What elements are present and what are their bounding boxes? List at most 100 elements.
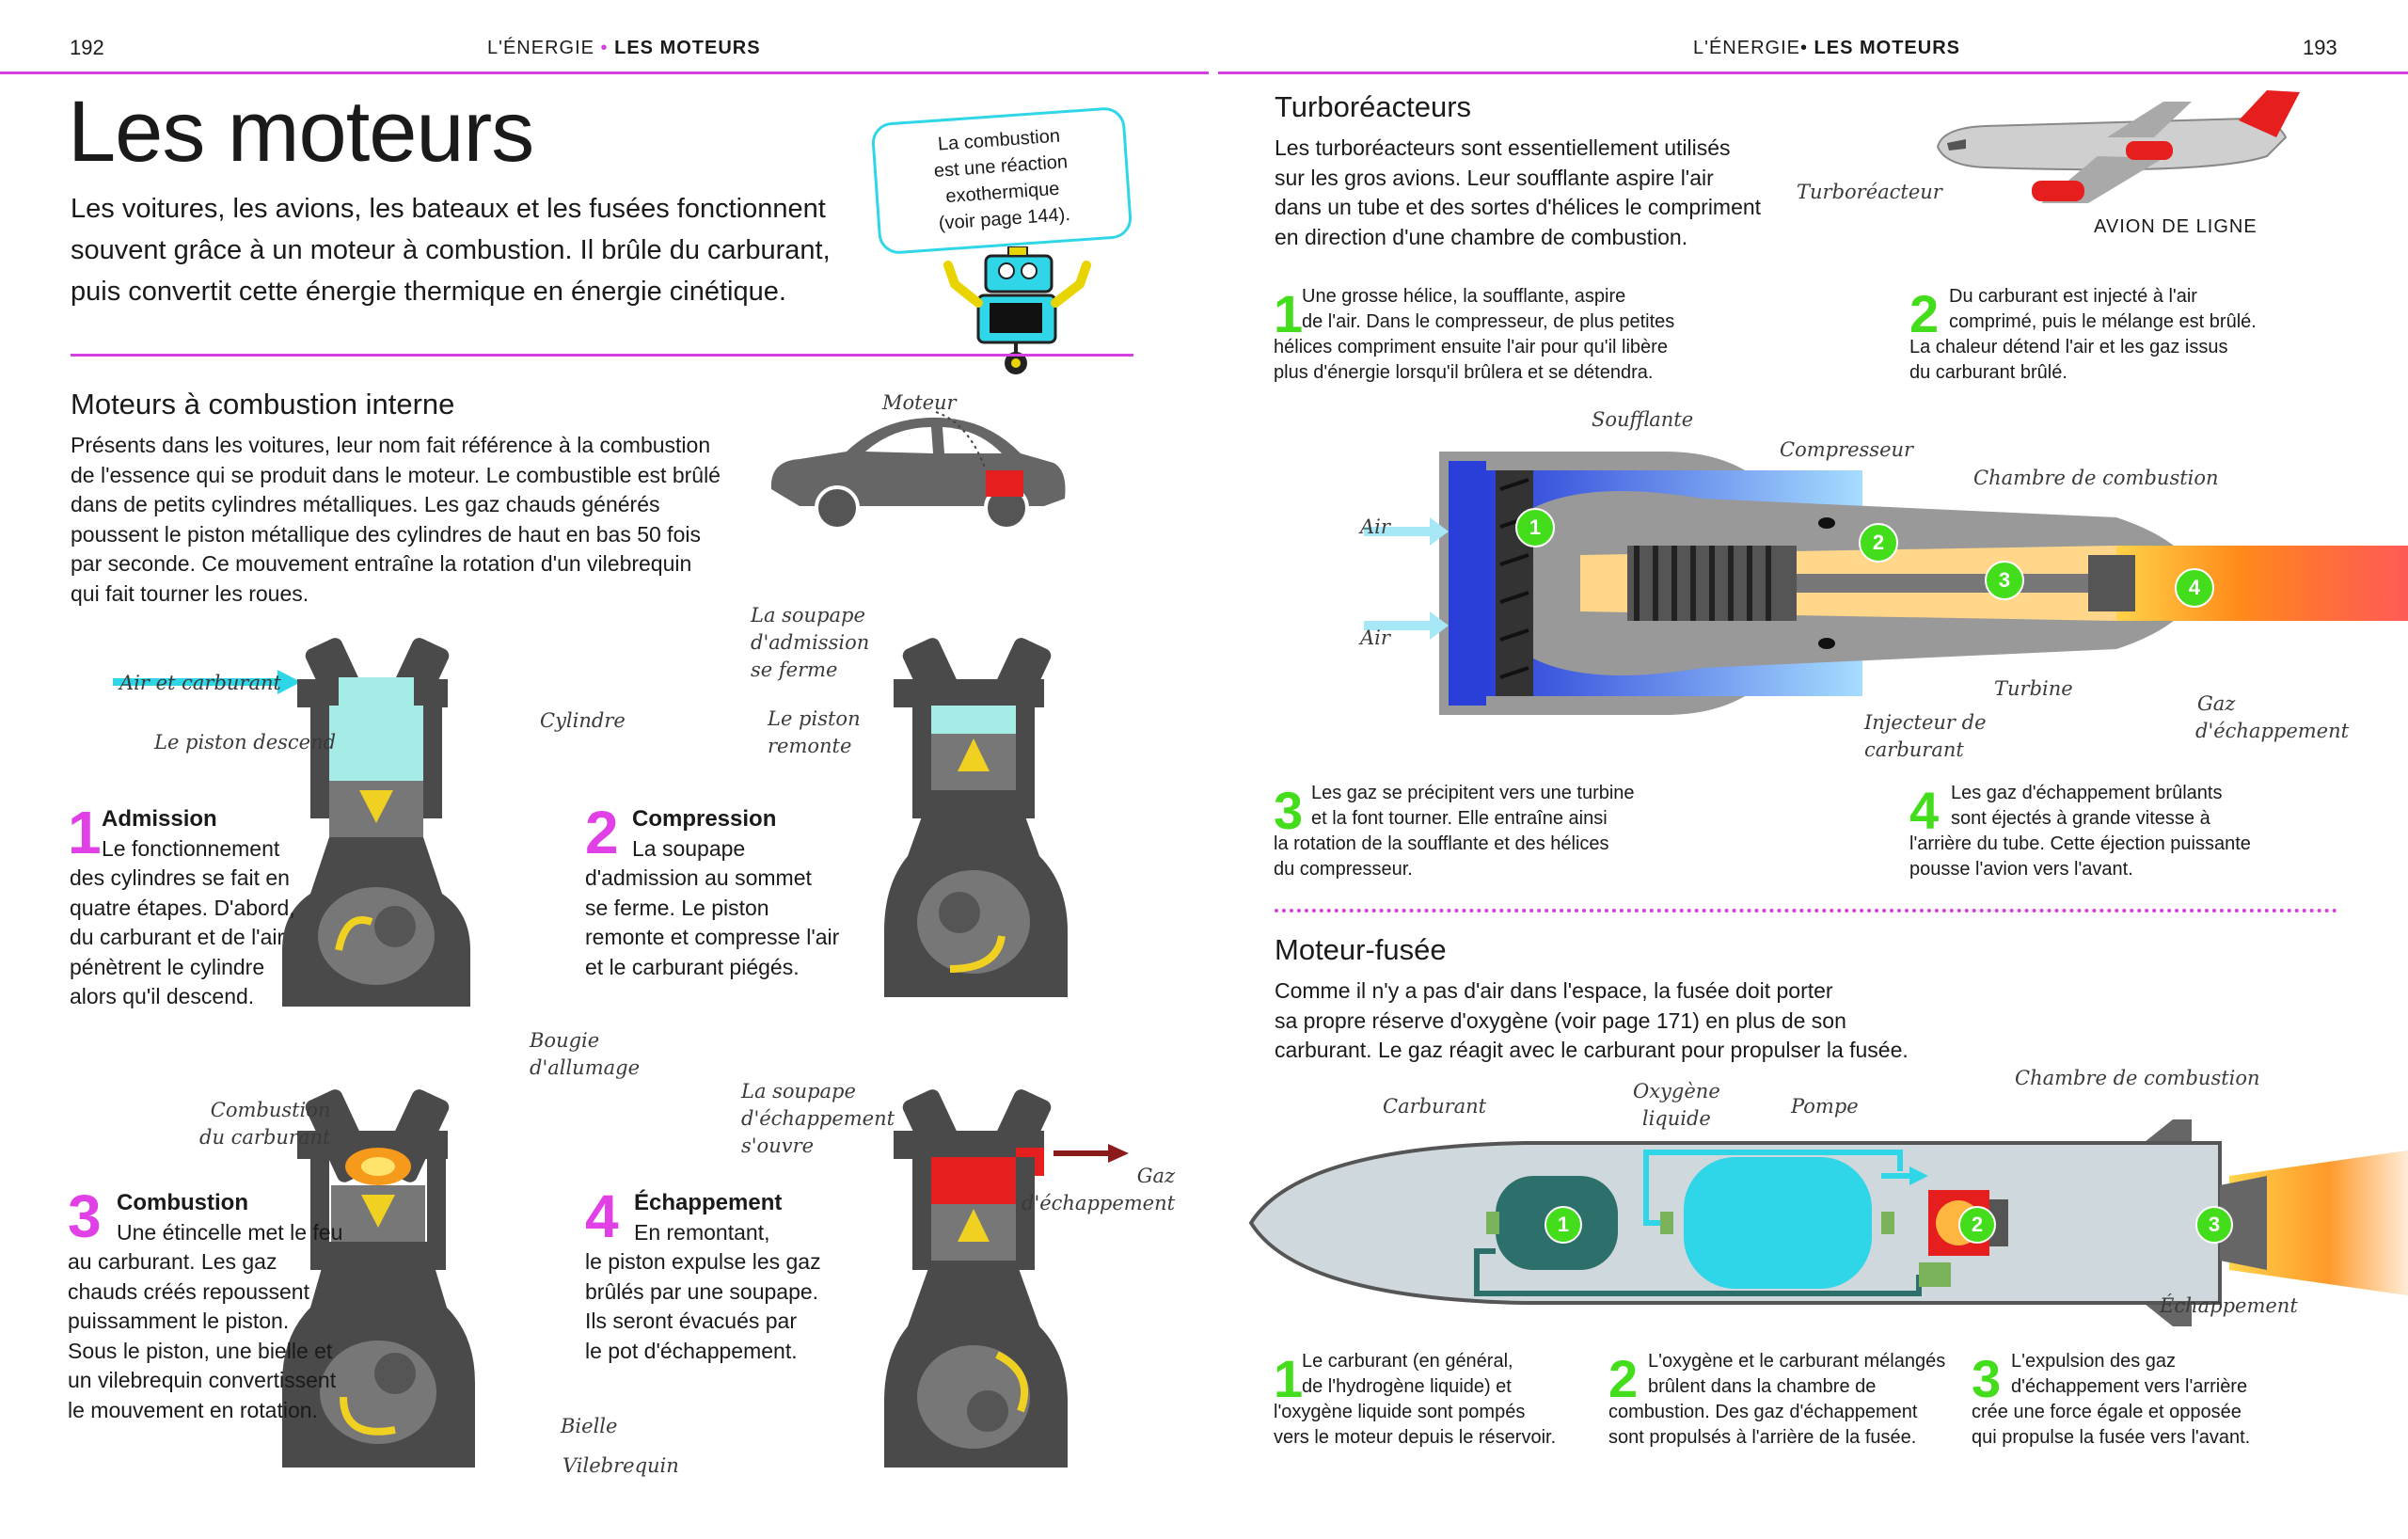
step-title: Combustion bbox=[117, 1190, 248, 1215]
ice-paragraph: Présents dans les voitures, leur nom fai… bbox=[71, 431, 767, 609]
label-line: Bougie bbox=[530, 1029, 600, 1052]
turbo-heading: Turboréacteurs bbox=[1275, 90, 1472, 123]
step-number: 3 bbox=[1972, 1349, 2002, 1408]
step-title: Compression bbox=[632, 806, 777, 832]
label-line: Injecteur de bbox=[1864, 711, 1987, 734]
left-header-title: LES MOTEURS bbox=[614, 38, 761, 58]
airliner-caption: AVION DE LIGNE bbox=[2094, 216, 2258, 237]
rocket-marker-1: 1 bbox=[1545, 1206, 1582, 1244]
step-title: Échappement bbox=[634, 1190, 783, 1215]
exhaust-gas-engine-label: Gaz d'échappement bbox=[2195, 690, 2349, 745]
turbo-line: dans un tube et des sortes d'hélices le … bbox=[1275, 195, 1762, 219]
ice-line: par seconde. Ce mouvement entraîne la ro… bbox=[71, 551, 692, 576]
step-line: sont éjectés à grande vitesse à bbox=[1951, 808, 2210, 829]
rocket-step-1: 1 Le carburant (en général, de l'hydrogè… bbox=[1274, 1349, 1612, 1451]
step-number: 4 bbox=[1909, 781, 1940, 840]
step-line: de l'air. Dans le compresseur, de plus p… bbox=[1302, 311, 1675, 332]
label-line: liquide bbox=[1641, 1107, 1711, 1130]
label-line: du carburant bbox=[199, 1126, 331, 1149]
step-line: Les gaz se précipitent vers une turbine bbox=[1311, 783, 1635, 803]
label-line: s'ouvre bbox=[741, 1134, 815, 1157]
step-line: En remontant, bbox=[634, 1219, 770, 1245]
step-line: remonte et compresse l'air bbox=[585, 925, 840, 949]
turbojet-engine-diagram bbox=[1364, 452, 2408, 715]
cylinder-intake-diagram bbox=[113, 638, 470, 1007]
page-title: Les moteurs bbox=[68, 84, 534, 180]
step-line: et le carburant piégés. bbox=[585, 954, 800, 979]
air-fuel-label: Air et carburant bbox=[119, 672, 281, 694]
ice-line: Présents dans les voitures, leur nom fai… bbox=[71, 433, 711, 457]
step-line: L'oxygène et le carburant mélangés bbox=[1648, 1351, 1946, 1372]
step-line: plus d'énergie lorsqu'il brûlera et se d… bbox=[1274, 362, 1654, 383]
combustion-chamber-label: Chambre de combustion bbox=[1973, 467, 2219, 489]
turbo-step-1: 1 Une grosse hélice, la soufflante, aspi… bbox=[1274, 284, 1763, 386]
step-line: le pot d'échappement. bbox=[585, 1338, 798, 1363]
step-line: combustion. Des gaz d'échappement bbox=[1608, 1402, 1918, 1422]
rocket-line: carburant. Le gaz réagit avec le carbura… bbox=[1275, 1038, 1909, 1062]
right-header-title: LES MOTEURS bbox=[1814, 38, 1960, 58]
step-line: d'échappement vers l'arrière bbox=[2011, 1376, 2248, 1397]
step-line: Le fonctionnement bbox=[102, 835, 280, 861]
engine-marker-1: 1 bbox=[1515, 508, 1555, 547]
step-number: 2 bbox=[1909, 284, 1940, 343]
engine-marker-4: 4 bbox=[2175, 568, 2214, 608]
turbo-step-4: 4 Les gaz d'échappement brûlants sont éj… bbox=[1909, 781, 2323, 882]
step-line: qui propulse la fusée vers l'avant. bbox=[1972, 1427, 2251, 1448]
rocket-fuel-label: Carburant bbox=[1383, 1095, 1487, 1118]
step-line: du carburant brûlé. bbox=[1909, 362, 2067, 383]
engine-marker-2: 2 bbox=[1859, 523, 1898, 563]
step-3-combustion: 3 Combustion Une étincelle met le feu au… bbox=[68, 1186, 378, 1425]
label-line: d'échappement bbox=[741, 1107, 895, 1130]
step-line: de l'hydrogène liquide) et bbox=[1302, 1376, 1512, 1397]
step-line: pousse l'avion vers l'avant. bbox=[1909, 859, 2133, 880]
step-line: alors qu'il descend. bbox=[70, 984, 255, 1008]
right-page-number: 193 bbox=[2303, 36, 2337, 59]
exhaust-valve-label: La soupape d'échappement s'ouvre bbox=[741, 1078, 895, 1160]
step-line: Le carburant (en général, bbox=[1302, 1351, 1513, 1372]
step-title: Admission bbox=[102, 806, 217, 832]
right-section-label: L'ÉNERGIE• bbox=[1693, 38, 1808, 58]
piston-up-label: Le piston remonte bbox=[768, 706, 861, 760]
cylinder-combustion-diagram bbox=[282, 1089, 475, 1468]
label-line: se ferme bbox=[751, 658, 838, 681]
step-line: crée une force égale et opposée bbox=[1972, 1402, 2242, 1422]
step-line: brûlés par une soupape. bbox=[585, 1278, 819, 1304]
label-line: d'allumage bbox=[530, 1056, 640, 1079]
rocket-marker-2: 2 bbox=[1958, 1206, 1996, 1244]
rocket-oxygen-label: Oxygène liquide bbox=[1633, 1078, 1720, 1133]
step-line: puissamment le piston. bbox=[68, 1309, 290, 1333]
fuel-combustion-label: Combustion du carburant bbox=[199, 1097, 330, 1151]
step-line: L'expulsion des gaz bbox=[2011, 1351, 2177, 1372]
ice-line: poussent le piston métallique des cylind… bbox=[71, 521, 701, 547]
step-4-exhaust: 4 Échappement En remontant, le piston ex… bbox=[585, 1186, 895, 1366]
ice-line: dans de petits cylindres métalliques. Le… bbox=[71, 492, 660, 516]
label-line: remonte bbox=[768, 735, 852, 757]
air-label-bottom: Air bbox=[1360, 627, 1390, 649]
turbo-paragraph: Les turboréacteurs sont essentiellement … bbox=[1275, 134, 1801, 252]
step-1-admission: 1 Admission Le fonctionnement des cylind… bbox=[68, 799, 369, 1012]
rocket-step-2: 2 L'oxygène et le carburant mélangés brû… bbox=[1608, 1349, 1966, 1451]
car-illustration-icon bbox=[770, 411, 1066, 531]
injector-label: Injecteur de carburant bbox=[1864, 709, 1987, 764]
cylinder-exhaust-diagram bbox=[884, 1089, 1129, 1468]
turbo-line: Les turboréacteurs sont essentiellement … bbox=[1275, 135, 1731, 160]
step-line: brûlent dans la chambre de bbox=[1648, 1376, 1877, 1397]
cylinder-compression-diagram bbox=[884, 638, 1068, 997]
step-line: l'arrière du tube. Cette éjection puissa… bbox=[1909, 833, 2251, 854]
rocket-line: sa propre réserve d'oxygène (voir page 1… bbox=[1275, 1007, 1846, 1033]
step-line: la rotation de la soufflante et des héli… bbox=[1274, 833, 1609, 854]
rocket-line: Comme il n'y a pas d'air dans l'espace, … bbox=[1275, 978, 1833, 1003]
rod-label: Bielle bbox=[561, 1415, 618, 1437]
turbo-step-2: 2 Du carburant est injecté à l'air compr… bbox=[1909, 284, 2323, 386]
step-number: 1 bbox=[68, 799, 102, 866]
step-line: pénètrent le cylindre bbox=[70, 954, 265, 979]
step-line: des cylindres se fait en bbox=[70, 865, 290, 890]
step-line: La chaleur détend l'air et les gaz issus bbox=[1909, 337, 2228, 357]
rocket-chamber-label: Chambre de combustion bbox=[2015, 1067, 2260, 1089]
label-line: La soupape bbox=[741, 1080, 856, 1103]
left-header-bullet: • bbox=[600, 38, 609, 58]
rocket-step-3: 3 L'expulsion des gaz d'échappement vers… bbox=[1972, 1349, 2329, 1451]
ice-line: de l'essence qui se produit dans le mote… bbox=[71, 462, 721, 487]
spark-plug-label: Bougie d'allumage bbox=[530, 1027, 640, 1082]
label-line: carburant bbox=[1864, 738, 1964, 761]
